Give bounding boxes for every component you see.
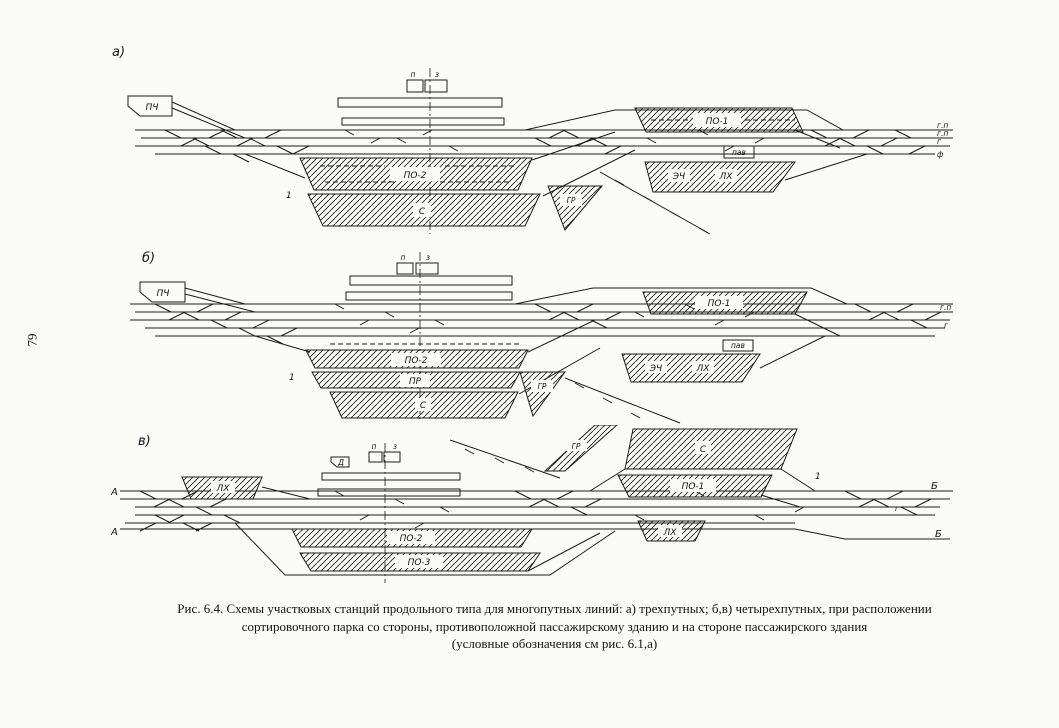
pch-flag: ПЧ — [127, 95, 173, 117]
page-number: 79 — [24, 333, 40, 347]
yard-po3-area: ПО-3 — [299, 552, 541, 572]
passenger-building: п з — [345, 253, 513, 301]
label-po3: ПО-3 — [408, 558, 431, 568]
track-label-right-4: ф — [937, 150, 944, 159]
label-ech: ЭЧ — [649, 364, 662, 374]
freight-area: ГР — [543, 425, 618, 472]
label-gr: ГР — [567, 196, 576, 205]
label-z: з — [435, 70, 439, 79]
label-lh-left: ЛХ — [216, 484, 231, 494]
diagram-b: б) п з — [130, 251, 953, 424]
passenger-building: п з — [337, 70, 505, 126]
label-pav: пав — [732, 148, 746, 157]
label-pr: ПР — [409, 377, 422, 387]
diagram-b-tag: б) — [142, 251, 155, 266]
sorting-yard-area: С — [624, 428, 798, 470]
track-label-right-1: г.п — [937, 121, 948, 130]
label-z: з — [393, 442, 397, 451]
sorting-yard-area: С — [307, 193, 541, 227]
freight-area: ГР — [547, 185, 604, 231]
label-1: 1 — [286, 191, 292, 201]
label-p: п — [411, 70, 416, 79]
label-s: С — [700, 445, 707, 455]
pavilion: пав — [722, 339, 754, 352]
label-ech: ЭЧ — [672, 172, 685, 182]
label-p: п — [372, 442, 377, 451]
label-po2: ПО-2 — [404, 171, 427, 181]
label-1: 1 — [289, 373, 295, 383]
label-s: С — [420, 401, 427, 411]
track-label-right-1: г.п — [940, 303, 951, 312]
pavilion: пав — [723, 145, 755, 159]
label-z: з — [426, 253, 430, 262]
label-po1: ПО-1 — [708, 299, 731, 309]
label-lh-right: ЛХ — [663, 528, 678, 538]
label-pch: ПЧ — [146, 103, 159, 113]
label-pch: ПЧ — [157, 289, 170, 299]
label-b-bottom: Б — [935, 529, 942, 540]
yard-po1-area: ПО-1 — [617, 474, 773, 498]
caption-line-1: Рис. 6.4. Схемы участковых станций продо… — [177, 601, 932, 616]
label-po2: ПО-2 — [405, 356, 428, 366]
label-gr: ГР — [572, 442, 581, 451]
track-label-right-2: г.п — [937, 129, 948, 138]
label-b-top: Б — [931, 481, 938, 492]
ech-lh-area: ЭЧ ЛХ — [644, 161, 796, 193]
d-flag: Д — [330, 456, 350, 468]
ech-lh-area: ЭЧ ЛХ — [621, 353, 761, 383]
lh-right-area: ЛХ — [637, 520, 706, 542]
track-label-right-3: г — [937, 137, 941, 146]
caption-line-3: (условные обозначения см рис. 6.1,а) — [451, 636, 658, 652]
diagram-a-tag: а) — [112, 45, 125, 60]
label-s: С — [419, 207, 426, 217]
label-pav: пав — [731, 341, 745, 350]
freight-area: ГР — [519, 371, 566, 418]
track-label-g: г — [895, 504, 899, 513]
label-1: 1 — [815, 472, 821, 482]
label-d: Д — [337, 458, 344, 467]
passenger-building: п з — [317, 442, 461, 497]
yard-pr-area: ПР — [311, 371, 521, 389]
label-po1: ПО-1 — [682, 482, 705, 492]
label-lh: ЛХ — [696, 364, 711, 374]
label-p: п — [401, 253, 406, 262]
yard-po2-area: ПО-2 — [305, 349, 529, 369]
label-po1: ПО-1 — [706, 117, 729, 127]
diagram-v: в) п з Д — [110, 425, 953, 583]
label-lh: ЛХ — [719, 172, 734, 182]
diagram-a: а) п з — [112, 45, 953, 235]
yard-po1-area: ПО-1 — [634, 107, 804, 133]
yard-po2-area: ПО-2 — [291, 528, 533, 548]
lh-left-area: ЛХ — [181, 476, 263, 500]
diagram-v-tag: в) — [138, 434, 151, 449]
label-a-bottom: А — [110, 527, 118, 538]
diagram-a-track-lines — [135, 101, 953, 235]
yard-po1-area: ПО-1 — [642, 291, 808, 315]
track-label-right-2: г — [944, 321, 948, 330]
pch-flag: ПЧ — [139, 281, 186, 303]
label-a-top: А — [110, 487, 118, 498]
yard-po2-area: ПО-2 — [299, 157, 533, 191]
diagram-b-track-lines — [130, 287, 953, 424]
figure-caption: Рис. 6.4. Схемы участковых станций продо… — [80, 600, 1029, 653]
caption-line-2: сортировочного парка со стороны, противо… — [241, 618, 868, 634]
label-gr: ГР — [538, 382, 547, 391]
label-po2: ПО-2 — [400, 534, 423, 544]
sorting-yard-area: С — [329, 391, 519, 419]
